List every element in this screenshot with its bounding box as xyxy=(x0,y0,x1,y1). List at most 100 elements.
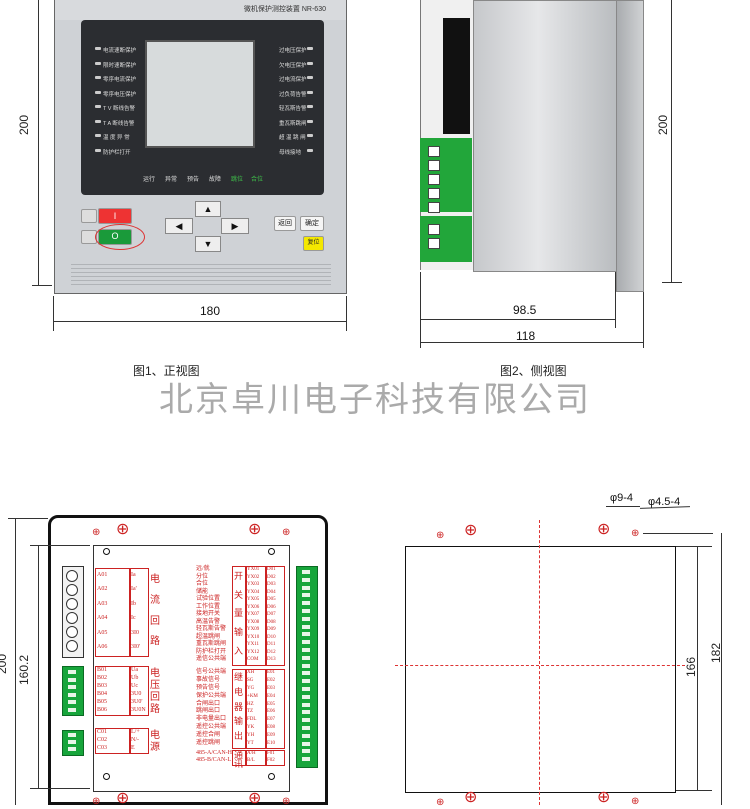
mount-hole-large-icon: ⊕ xyxy=(116,521,130,538)
terminal-hole xyxy=(302,570,310,574)
terminal-hole xyxy=(302,648,310,652)
terminal-code: E08 xyxy=(267,725,276,730)
terminal-code: D09 xyxy=(267,627,276,633)
side-depth1-dim: 98.5 xyxy=(513,303,537,317)
cutout-hole-small-icon: ⊕ xyxy=(631,528,640,539)
screw-icon xyxy=(103,548,110,555)
left-arrow-button[interactable]: ◀ xyxy=(165,218,193,234)
terminal-group-box xyxy=(129,666,149,716)
signal-code: B/L xyxy=(247,758,255,763)
signal-code: +KM xyxy=(247,693,258,699)
left-indicator-label: T A 断线告警 xyxy=(103,120,135,127)
terminal-label: Ib xyxy=(131,600,136,607)
signal-label: 跳闸出口 xyxy=(196,708,221,715)
screw-terminal-icon xyxy=(66,584,78,596)
mount-hole-small-icon: ⊕ xyxy=(92,796,101,807)
indicator-led xyxy=(307,148,313,152)
terminal-group-box xyxy=(265,669,285,749)
signal-label: 485-B/CAN-L xyxy=(196,757,231,763)
terminal-hole xyxy=(302,640,310,645)
back-button[interactable]: 返回 xyxy=(274,216,296,231)
up-arrow-button[interactable]: ▲ xyxy=(195,201,221,217)
terminal-group-box xyxy=(232,669,247,749)
rear-inner-dim-line xyxy=(38,545,39,788)
right-indicator-label: 欠电压保护 xyxy=(279,62,307,69)
signal-label: 工作位置 xyxy=(196,603,221,610)
down-arrow-button[interactable]: ▼ xyxy=(195,236,221,252)
indicator-led xyxy=(95,134,101,137)
right-arrow-button[interactable]: ▶ xyxy=(221,218,249,234)
right-indicator-label: 母线接地 xyxy=(279,149,302,156)
terminal-hole xyxy=(302,726,310,730)
terminal-hole xyxy=(68,700,76,704)
terminal-hole xyxy=(302,577,310,582)
status-run: 运行 xyxy=(143,177,156,183)
terminal-code: D01 xyxy=(267,567,276,573)
cutout-hole-large-icon: ⊕ xyxy=(597,789,611,806)
terminal-code: D13 xyxy=(267,657,276,663)
terminal-hole xyxy=(302,679,310,684)
left-indicator-label: T V 断线告警 xyxy=(103,106,135,112)
mount-hole-small-icon: ⊕ xyxy=(282,796,291,807)
signal-code: YX05 xyxy=(247,597,260,603)
ok-button[interactable]: 确定 xyxy=(300,216,324,231)
signal-code: YX07 xyxy=(247,612,260,618)
indicator-led xyxy=(307,119,313,123)
terminal-code: A06 xyxy=(97,644,108,651)
signal-code: A/H xyxy=(247,751,256,756)
signal-code: XH xyxy=(247,670,255,676)
open-button[interactable]: I xyxy=(98,208,132,224)
signal-code: HZ xyxy=(247,701,254,707)
side-height-dim-line xyxy=(671,0,672,282)
terminal-hole xyxy=(302,601,310,606)
signal-label: 分位 xyxy=(196,573,209,580)
cutout-hole-large-icon: ⊕ xyxy=(597,521,611,538)
terminal-group-box xyxy=(232,750,247,766)
terminal-hole xyxy=(302,616,310,621)
mount-hole-large-icon: ⊕ xyxy=(248,521,262,538)
cutout-center-hline xyxy=(395,665,685,666)
terminal-label: 3U0 xyxy=(131,690,142,697)
terminal-hole xyxy=(302,585,310,590)
status-warn: 预告 xyxy=(187,177,200,183)
signal-label: 485-A/CAN-H xyxy=(196,750,232,756)
side-back-plate xyxy=(616,0,644,292)
terminal-code: D07 xyxy=(267,612,276,618)
right-indicator-label: 过负荷告警 xyxy=(279,91,307,98)
cutout-182-dim: 182 xyxy=(709,642,724,664)
voltage-terminal-block xyxy=(62,666,84,716)
signal-label: 保护公共端 xyxy=(196,692,227,699)
side-terminal-square xyxy=(428,146,440,157)
rear-outer-dim: 200 xyxy=(0,653,10,675)
terminal-group-box xyxy=(95,568,131,657)
panel-cutout xyxy=(405,546,676,793)
signal-code: FDL xyxy=(247,717,257,723)
signal-code: SG xyxy=(247,678,254,684)
terminal-code: E07 xyxy=(267,717,276,723)
terminal-label: Ic xyxy=(131,615,136,622)
indicator-led xyxy=(307,90,313,94)
terminal-group-box xyxy=(265,566,285,666)
front-height-dim-line xyxy=(38,0,39,285)
terminal-code: D08 xyxy=(267,619,276,625)
signal-label: 信号公共端 xyxy=(196,669,227,676)
terminal-code: B05 xyxy=(97,698,108,705)
group-title: 继电器输出 xyxy=(234,673,244,743)
side-depth2-dim-line xyxy=(421,342,643,343)
left-indicator-label: 温 度 异 常 xyxy=(103,135,130,141)
terminal-code: E06 xyxy=(267,709,276,715)
cutout-166-dim: 166 xyxy=(684,656,699,678)
screw-terminal-icon xyxy=(66,626,78,638)
group-title: 开关量输入 xyxy=(234,572,244,657)
terminal-hole xyxy=(302,671,310,676)
open-aux-button[interactable] xyxy=(81,209,97,223)
reset-button[interactable]: 复位 xyxy=(303,236,324,251)
mount-hole-small-icon: ⊕ xyxy=(282,527,291,538)
cutout-166-dim-line xyxy=(697,546,698,790)
indicator-led xyxy=(307,134,313,137)
signal-label: 遥控公共端 xyxy=(196,724,227,730)
side-terminal-square xyxy=(428,174,440,185)
terminal-code: D06 xyxy=(267,604,276,610)
terminal-hole xyxy=(302,749,310,754)
terminal-code: A03 xyxy=(97,600,108,607)
